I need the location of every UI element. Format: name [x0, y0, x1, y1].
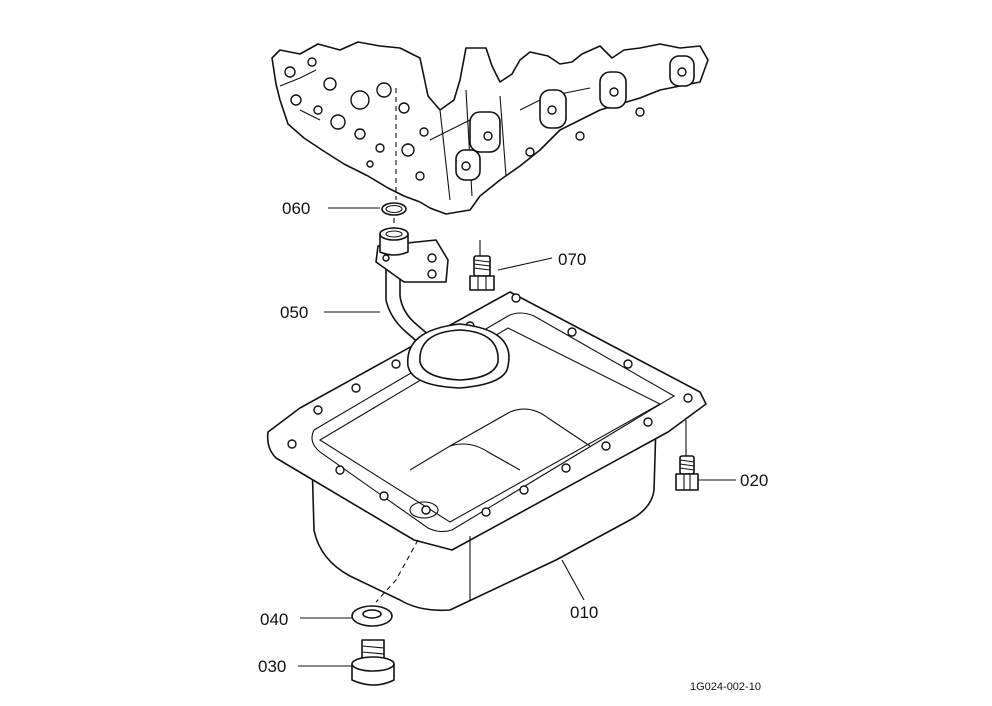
callout-060: 060 [282, 199, 310, 218]
strainer-bell [407, 323, 510, 389]
drain-plug-030 [351, 639, 395, 686]
bolt-070 [469, 255, 495, 291]
callout-070: 070 [558, 250, 586, 269]
o-ring-060 [381, 202, 407, 216]
drain-gasket-040 [351, 539, 419, 627]
callout-020: 020 [740, 471, 768, 490]
callout-050: 050 [280, 303, 308, 322]
leader-lines [298, 207, 736, 667]
engine-block [271, 41, 709, 215]
callout-040: 040 [260, 610, 288, 629]
oil-pan-010 [266, 291, 707, 612]
callout-030: 030 [258, 657, 286, 676]
callout-010: 010 [570, 603, 598, 622]
flange-bolt-holes [287, 293, 693, 517]
oil-strainer-050 [375, 218, 481, 345]
bolt-020 [675, 420, 699, 491]
reference-code: 1G024-002-10 [690, 681, 761, 693]
